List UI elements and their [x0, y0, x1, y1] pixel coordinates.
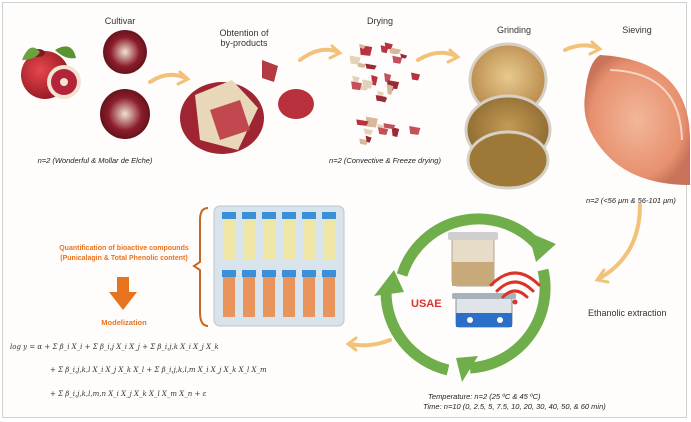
equation-line-2: + Σ β_i,j,k,l X_i X_j X_k X_l + Σ β_i,j,… [50, 366, 267, 374]
tube-cap [242, 270, 256, 277]
tube-body [323, 277, 335, 317]
dried-piece [409, 126, 421, 135]
tube-cap [322, 212, 336, 219]
tube-body [243, 277, 255, 317]
extraction-jar [448, 232, 498, 287]
step-cultivar-label: Cultivar [104, 16, 136, 26]
ultrasonic-bath [452, 293, 516, 328]
dried-piece [363, 128, 374, 135]
dried-piece [389, 48, 399, 55]
dried-piece [365, 135, 372, 143]
tube-body [223, 219, 235, 259]
dried-piece [365, 63, 377, 70]
tube-cap [262, 212, 276, 219]
quantification-subtitle: (Punicalagin & Total Phenolic content) [60, 255, 188, 262]
tube-body [303, 277, 315, 317]
time-note: Time: n=10 (0, 2.5, 5, 7.5, 10, 20, 30, … [423, 402, 606, 411]
dried-piece [362, 79, 374, 89]
step-obtention-label: Obtention of by-products [219, 28, 269, 48]
quantification-title: Quantification of bioactive compounds [59, 245, 189, 252]
dried-piece [392, 55, 403, 64]
sieved-powder-dish [584, 55, 690, 185]
dried-piece [384, 73, 392, 83]
tube-cap [262, 270, 276, 277]
dried-piece [411, 72, 421, 81]
tube-body [263, 219, 275, 259]
step-extraction-label: Ethanolic extraction [588, 308, 667, 318]
tube-body [283, 277, 295, 317]
dried-piece [380, 45, 389, 54]
tube-cap [322, 270, 336, 277]
down-arrow [109, 277, 137, 310]
tube-cap [282, 270, 296, 277]
flow-arrows [148, 40, 642, 352]
step-drying-label: Drying [366, 16, 394, 26]
dried-piece [349, 55, 361, 65]
dried-piece [356, 62, 367, 68]
sieving-note: n=2 (<56 μm & 56-101 μm) [586, 196, 676, 205]
cultivar-note: n=2 (Wonderful & Mollar de Elche) [37, 156, 153, 165]
dried-piece [371, 75, 378, 86]
dried-piece [365, 116, 378, 128]
tube-cap [242, 212, 256, 219]
cycle-arrowheads [374, 232, 556, 382]
dried-piece [356, 119, 369, 126]
dried-piece [386, 84, 394, 96]
dried-piece [351, 81, 362, 91]
ultrasound-cycle [380, 213, 551, 376]
dried-piece [352, 75, 360, 83]
step-grinding-label: Grinding [496, 25, 532, 35]
dried-piece [391, 126, 400, 137]
equation-line-1: log y = α + Σ β_i X_i + Σ β_i,j X_i X_j … [10, 343, 219, 351]
dried-pieces-illustration [349, 42, 421, 145]
modelization-label: Modelization [101, 318, 147, 327]
temperature-note: Temperature: n=2 (25 ºC & 45 ºC) [428, 392, 541, 401]
tube-cap [282, 212, 296, 219]
tube-cap [302, 270, 316, 277]
equation-line-3: + Σ β_i,j,k,l,m,n X_i X_j X_k X_l X_m X_… [50, 390, 207, 398]
tube-body [283, 219, 295, 259]
dried-piece [400, 53, 408, 59]
tube-cap [222, 212, 236, 219]
tube-cap [302, 212, 316, 219]
ultrasound-wave-icon [489, 271, 541, 305]
ground-powder-dishes [464, 42, 552, 190]
tube-body [303, 219, 315, 259]
dried-piece [378, 127, 389, 136]
dried-piece [375, 95, 387, 102]
dried-piece [383, 123, 396, 129]
usae-label: USAE [411, 298, 442, 310]
tube-body [243, 219, 255, 259]
tube-body [323, 219, 335, 259]
dried-piece [359, 43, 366, 49]
sample-tubes-photo [213, 205, 345, 327]
step-sieving-label: Sieving [622, 25, 652, 35]
drying-note: n=2 (Convective & Freeze drying) [329, 156, 441, 165]
dried-piece [359, 138, 369, 145]
byproducts-illustration [180, 60, 314, 154]
pomegranate-illustration [21, 30, 150, 139]
tube-cap [222, 270, 236, 277]
tube-body [263, 277, 275, 317]
bracket [192, 207, 209, 327]
tube-body [223, 277, 235, 317]
